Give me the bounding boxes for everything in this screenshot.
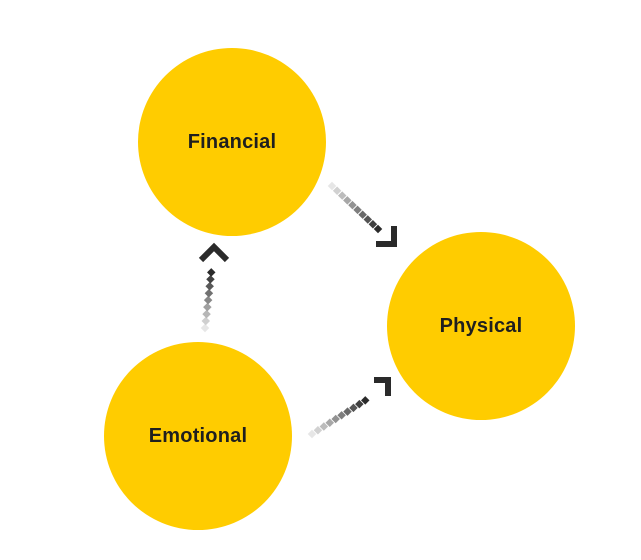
arrowhead-icon [376, 226, 397, 247]
arrow-dash [348, 200, 357, 210]
arrowhead-icon [198, 242, 230, 263]
arrow-dash [313, 426, 323, 435]
physical-node: Physical [387, 232, 575, 420]
arrow-dash [368, 220, 378, 229]
arrow-dash [337, 191, 347, 200]
arrow-dash [202, 309, 211, 319]
emotional-node: Emotional [104, 342, 292, 530]
arrow-dash [349, 403, 358, 413]
arrow-dash [355, 399, 364, 409]
arrow-dash [205, 282, 214, 291]
arrow-dash [207, 268, 216, 277]
arrowhead-icon [374, 377, 391, 396]
arrow-dash [319, 422, 329, 431]
arrow-dash [325, 418, 334, 428]
arrow-dash [332, 186, 342, 196]
arrow-emotional-financial [198, 242, 230, 333]
arrow-dash [331, 414, 340, 424]
arrow-dash [201, 316, 211, 326]
arrow-dash [337, 411, 346, 420]
physical-label: Physical [439, 314, 523, 337]
arrow-dash [204, 288, 214, 298]
arrow-dash [203, 295, 213, 305]
arrow-dash [358, 210, 367, 219]
arrow-dash [373, 224, 383, 234]
financial-label: Financial [187, 130, 277, 153]
arrow-dash [363, 215, 373, 224]
emotional-label: Emotional [148, 424, 248, 447]
arrow-dash [203, 302, 212, 312]
arrow-dash [200, 323, 210, 333]
arrow-financial-physical [327, 181, 397, 247]
arrow-emotional-physical [307, 377, 391, 439]
financial-node: Financial [138, 48, 326, 236]
arrow-dash [327, 181, 337, 191]
arrow-dash [353, 205, 362, 215]
arrow-dash [206, 275, 215, 284]
arrow-dash [343, 196, 352, 205]
arrow-dash [361, 396, 370, 405]
arrow-dash [307, 429, 317, 439]
arrow-dash [343, 407, 352, 416]
